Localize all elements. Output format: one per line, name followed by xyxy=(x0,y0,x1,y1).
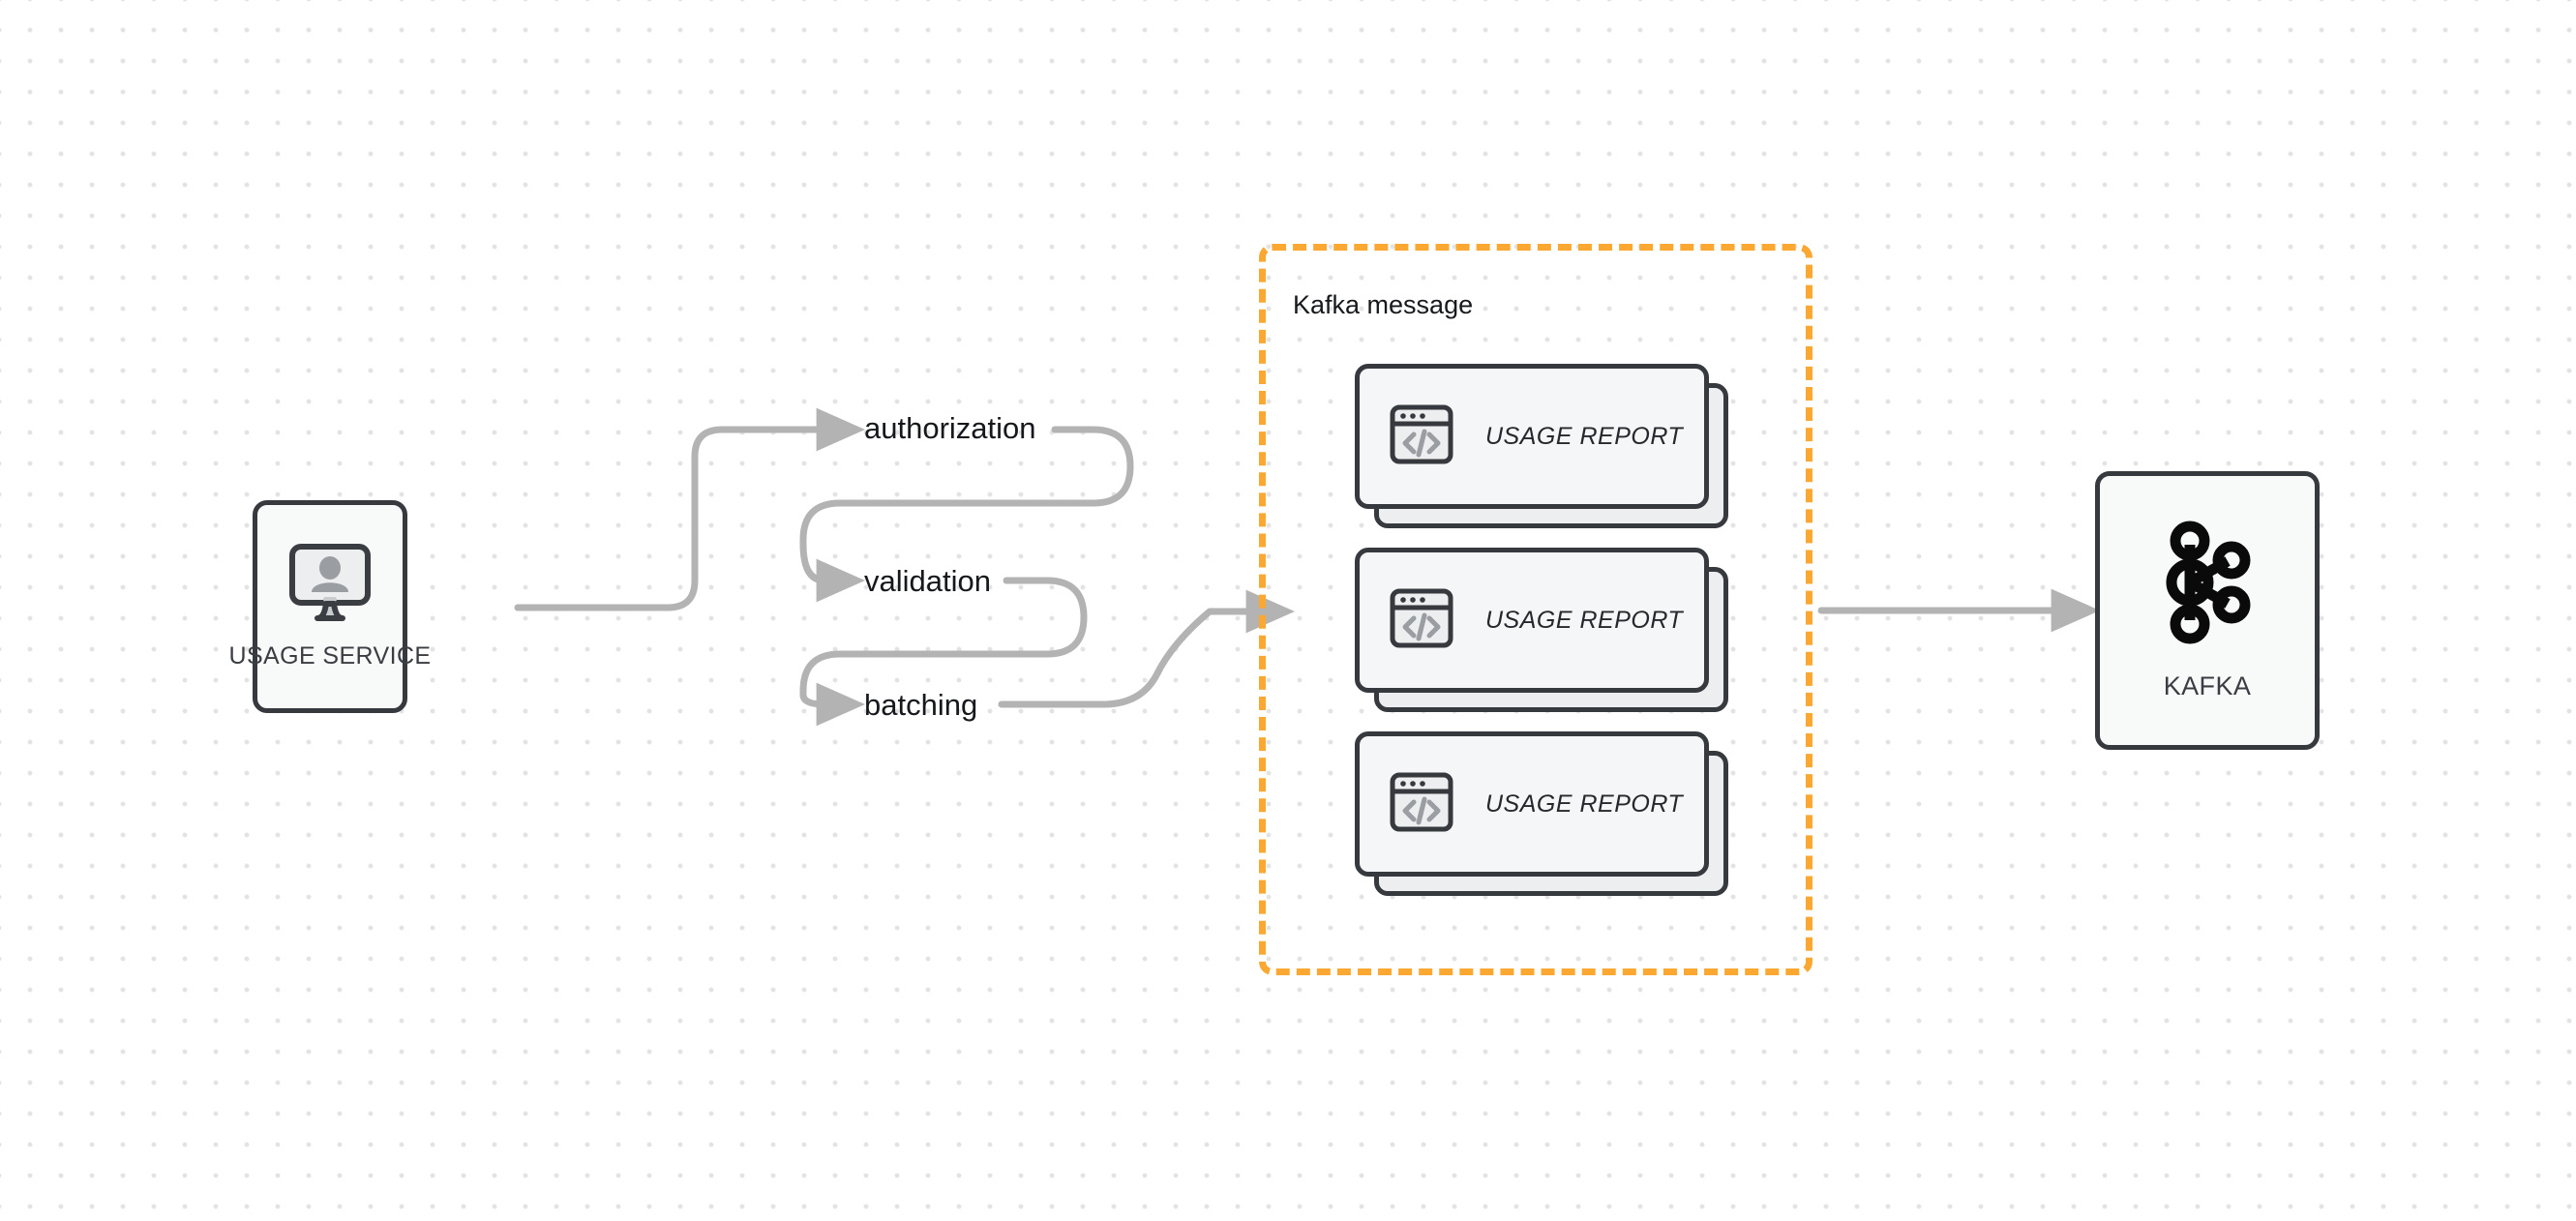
card-label: USAGE REPORT xyxy=(1485,789,1684,818)
edge-batching-to-kafka-message xyxy=(998,589,1295,708)
monitor-user-icon xyxy=(288,543,372,627)
card-face[interactable]: USAGE REPORT xyxy=(1355,731,1709,877)
card-label: USAGE REPORT xyxy=(1485,422,1684,450)
code-window-icon xyxy=(1389,769,1454,840)
group-kafka-message xyxy=(1259,244,1812,975)
card-face[interactable]: USAGE REPORT xyxy=(1355,548,1709,693)
card-label: USAGE REPORT xyxy=(1485,606,1684,634)
usage-report-card[interactable]: USAGE REPORT xyxy=(1355,364,1728,528)
code-window-icon xyxy=(1389,402,1454,472)
process-label-authorization[interactable]: authorization xyxy=(864,411,1036,445)
node-usage-service[interactable]: USAGE SERVICE xyxy=(229,500,431,713)
process-label-validation[interactable]: validation xyxy=(864,564,991,598)
edge-validation-to-batching xyxy=(799,577,1088,727)
node-kafka[interactable]: KAFKA xyxy=(2095,471,2320,750)
node-kafka-label: KAFKA xyxy=(2163,671,2252,700)
kafka-logo-icon xyxy=(2157,520,2258,650)
process-label-batching[interactable]: batching xyxy=(864,688,978,722)
usage-report-card[interactable]: USAGE REPORT xyxy=(1355,731,1728,896)
usage-report-card[interactable]: USAGE REPORT xyxy=(1355,548,1728,712)
card-face[interactable]: USAGE REPORT xyxy=(1355,364,1709,509)
code-window-icon xyxy=(1389,585,1454,656)
group-kafka-message-label: Kafka message xyxy=(1293,290,1474,319)
edge-service-to-authorization xyxy=(514,407,865,611)
node-usage-service-label: USAGE SERVICE xyxy=(228,642,432,670)
edge-authorization-to-validation xyxy=(799,426,1134,603)
